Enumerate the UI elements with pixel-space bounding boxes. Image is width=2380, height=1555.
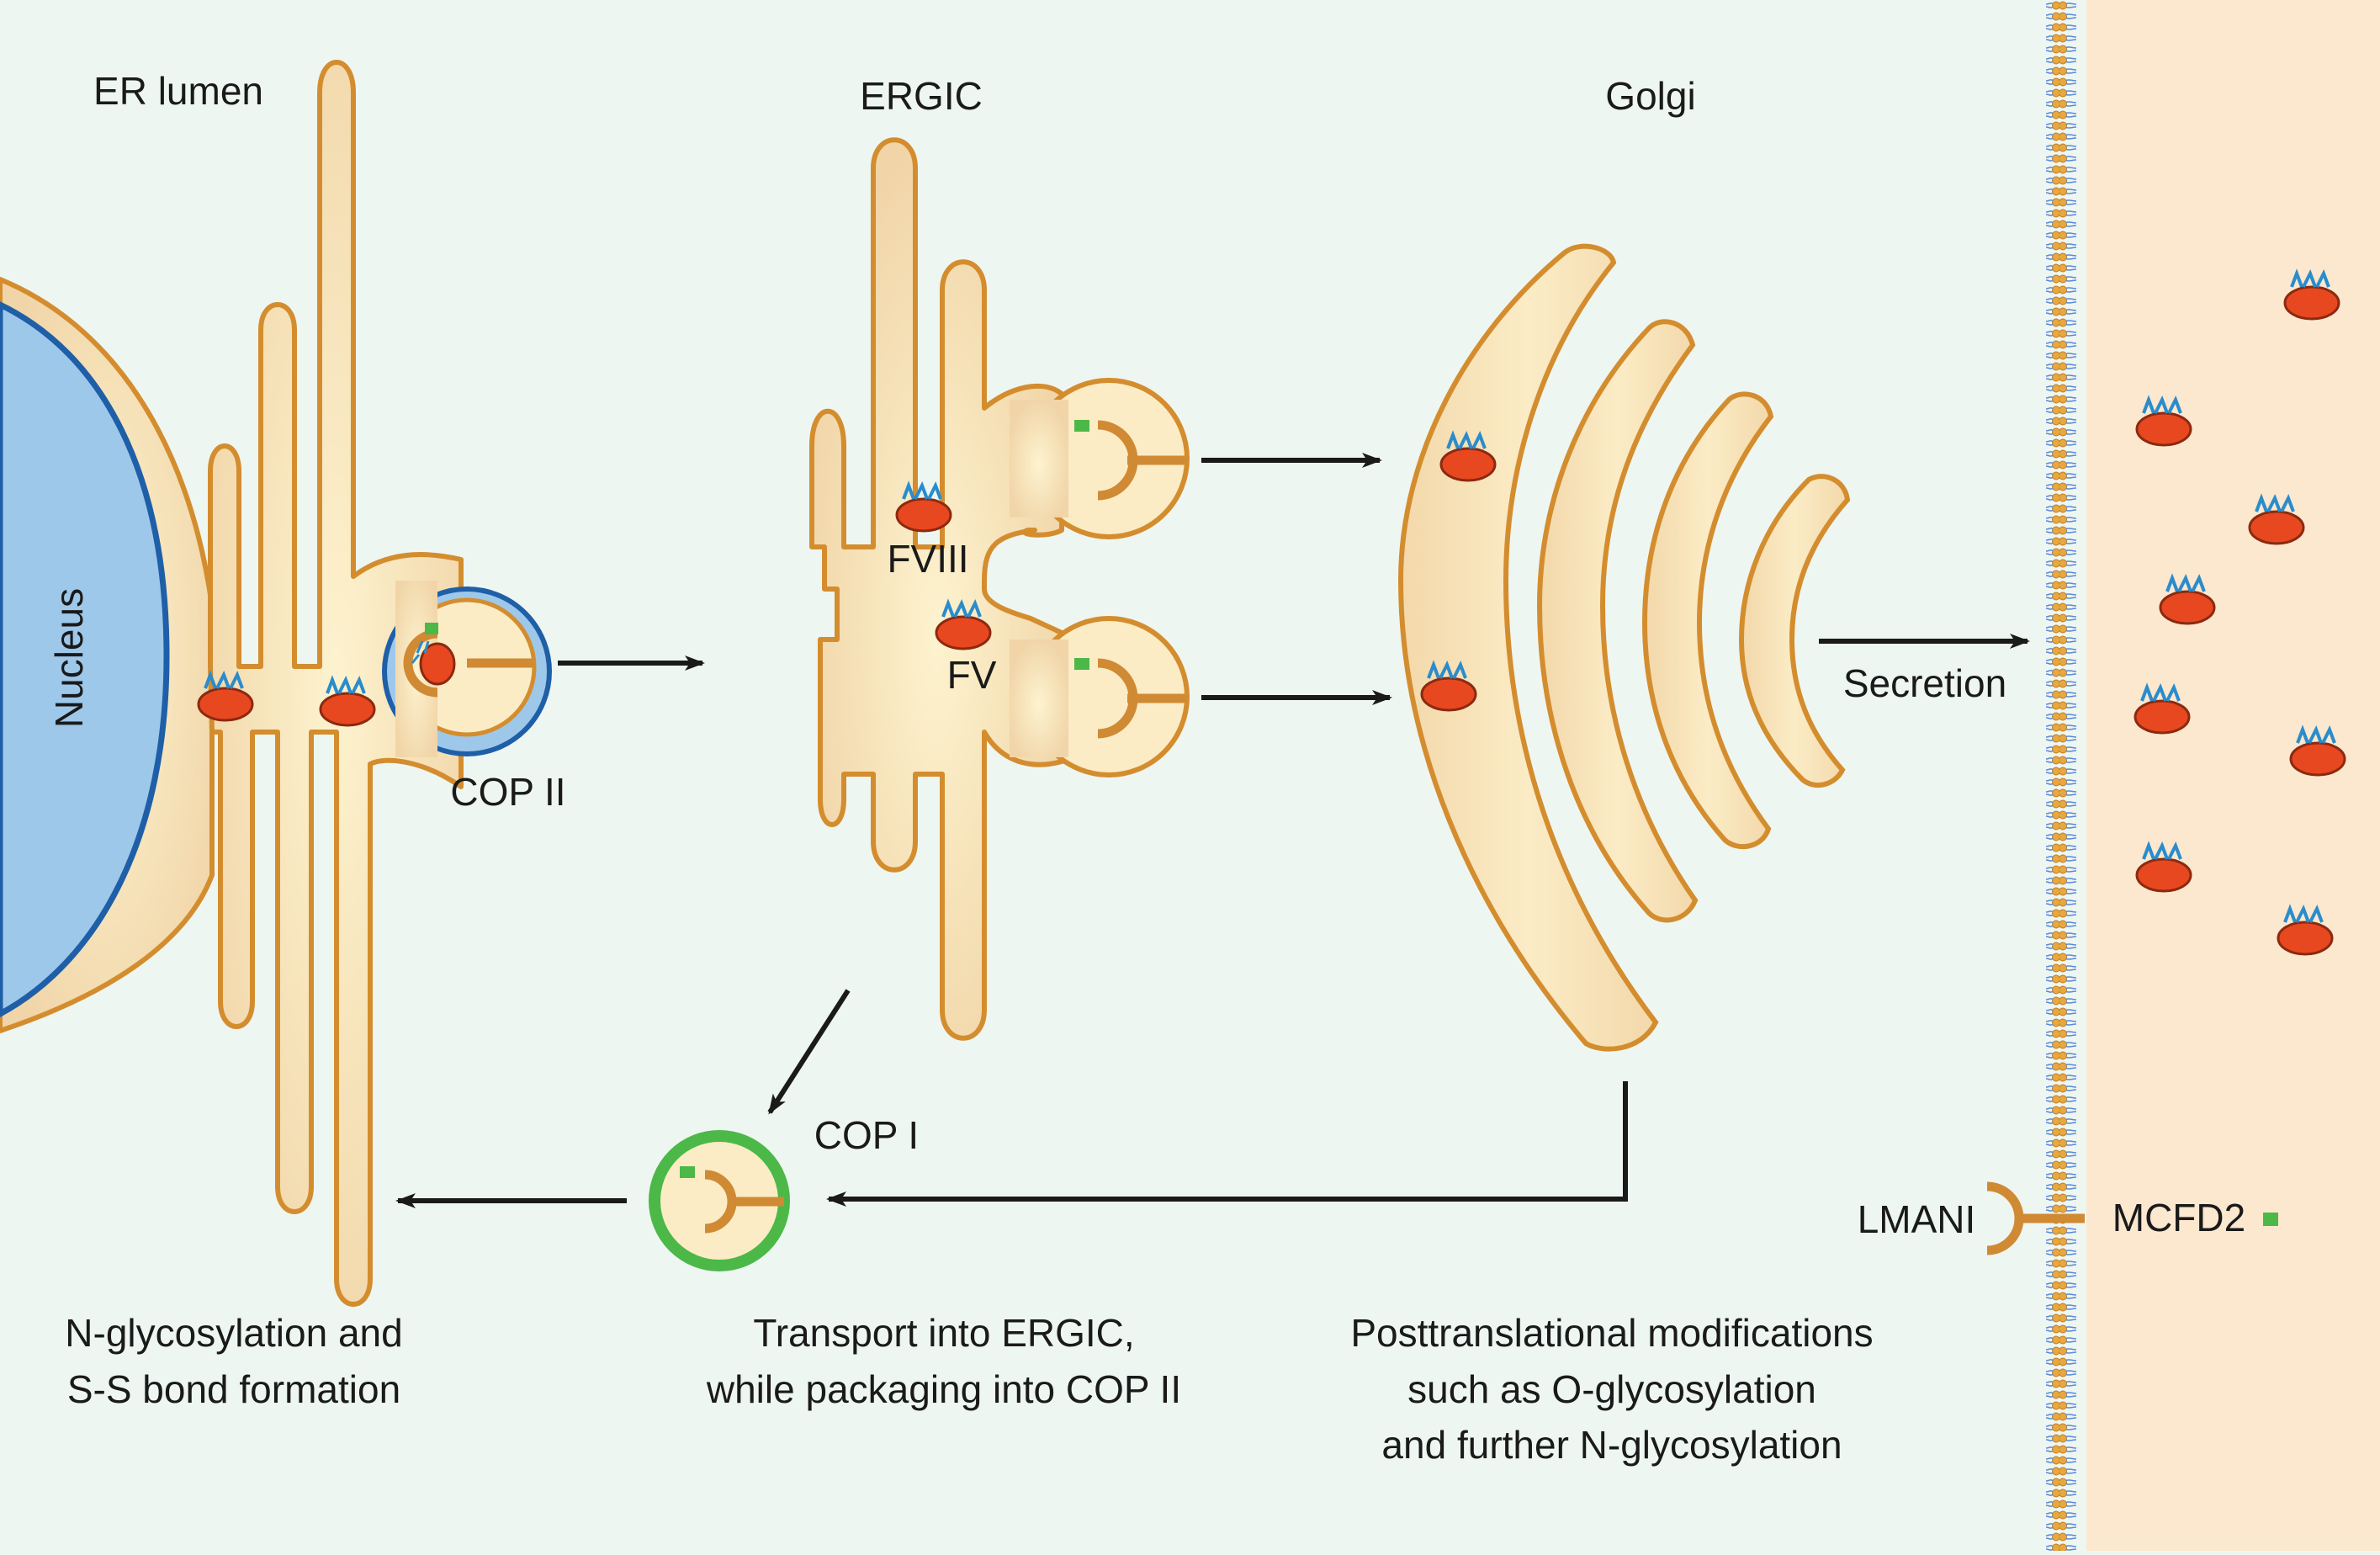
coagulation-factor-golgi-1 (1439, 430, 1497, 482)
fviii-label: FVIII (887, 537, 968, 581)
nucleus-label: Nucleus (47, 588, 91, 728)
caption-ergic-line-1: Transport into ERGIC, (753, 1311, 1134, 1355)
fv-factor (935, 598, 992, 650)
golgi-cisterna-2 (1536, 319, 1699, 923)
ergic-label: ERGIC (860, 74, 983, 118)
cargo-receptor-er (403, 623, 533, 698)
golgi-cisterna-4 (1738, 474, 1851, 788)
caption-golgi-line-3: and further N-glycosylation (1381, 1423, 1842, 1467)
ergic-bud-lower (1010, 616, 1190, 778)
er-lumen-label: ER lumen (93, 69, 263, 113)
caption-er-line-2: S-S bond formation (67, 1367, 400, 1411)
secreted-factor (2135, 395, 2192, 447)
golgi-apparatus (1397, 243, 1851, 1052)
fv-label: FV (947, 653, 997, 697)
secreted-factor (2289, 724, 2346, 777)
cop1-label: COP I (814, 1113, 919, 1157)
caption-golgi-line-1: Posttranslational modifications (1350, 1311, 1873, 1355)
secreted-factor (2135, 841, 2192, 893)
cop1-vesicle (649, 1130, 790, 1271)
secreted-factor (2134, 682, 2191, 735)
secreted-factor (2248, 493, 2305, 545)
caption-er-line-1: N-glycosylation and (65, 1311, 402, 1355)
secreted-factor (2159, 573, 2216, 625)
coagulation-factor-er-1 (197, 670, 254, 722)
secretion-label: Secretion (1843, 661, 2006, 705)
coagulation-factor-er-2 (319, 675, 376, 727)
caption-golgi-line-2: such as O-glycosylation (1407, 1367, 1816, 1411)
secreted-factors (2134, 268, 2346, 956)
fviii-factor (895, 480, 952, 533)
lman1-mcfd2-complex (1986, 1181, 2278, 1255)
arrow-golgi-return (826, 1081, 1628, 1207)
arrow-ergic-to-cop1 (767, 989, 851, 1115)
ergic-bud-upper (1010, 378, 1190, 539)
coagulation-factor-golgi-2 (1420, 660, 1477, 712)
extracellular-space (2086, 0, 2380, 1551)
golgi-cisterna-1 (1397, 243, 1659, 1052)
secreted-factor (2283, 268, 2340, 321)
lman1-label: LMANI (1858, 1197, 1976, 1241)
plasma-membrane (2046, 0, 2076, 1551)
ergic-compartment (809, 137, 1064, 1041)
nucleus-shape (0, 301, 170, 1017)
golgi-cisterna-3 (1641, 391, 1774, 849)
mcfd2-label: MCFD2 (2112, 1196, 2245, 1239)
secreted-factor (2277, 904, 2334, 956)
cop2-er-label: COP II (450, 770, 565, 814)
caption-ergic-line-2: while packaging into COP II (706, 1367, 1181, 1411)
golgi-label: Golgi (1605, 74, 1695, 118)
